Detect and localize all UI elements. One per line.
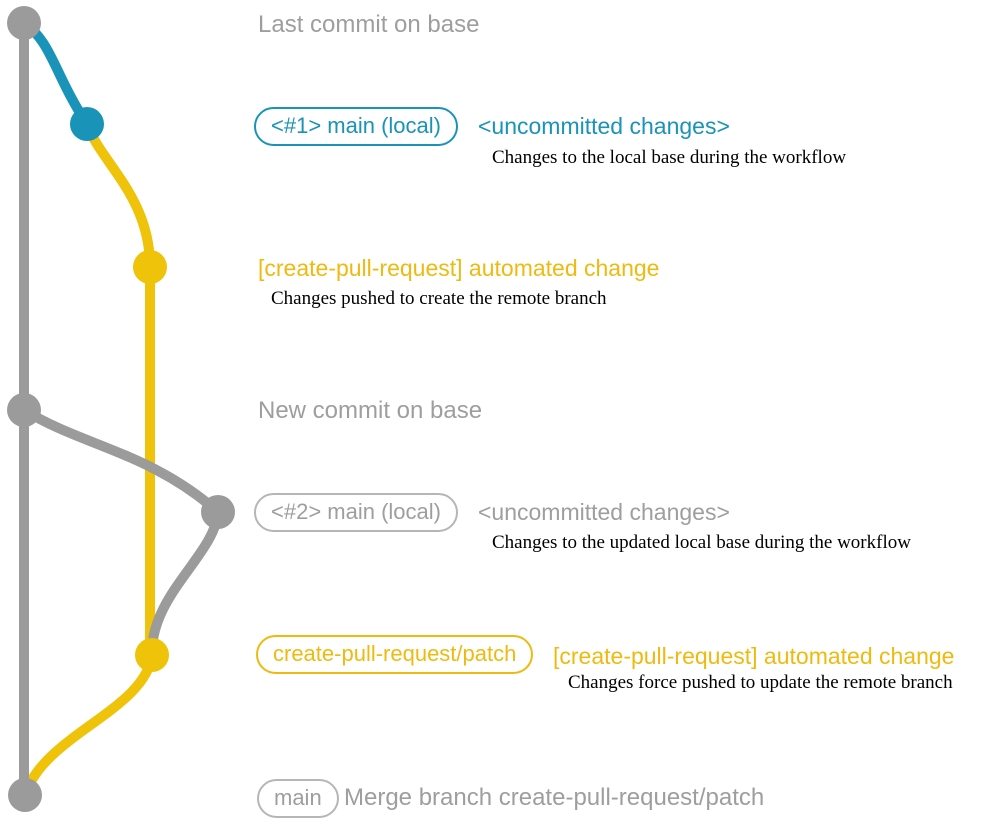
label-last-commit-on-base: Last commit on base <box>258 11 480 38</box>
desc-force-pushed-update-remote-branch: Changes force pushed to update the remot… <box>568 672 953 693</box>
branch-tag-main-local-1: <#1> main (local) <box>254 107 458 147</box>
local-main-2-return-curve <box>146 507 223 660</box>
local-main-1-curve <box>19 18 92 129</box>
commit-merge <box>8 778 42 812</box>
commit-local-main-1 <box>70 107 104 141</box>
label-new-commit-on-base: New commit on base <box>258 397 483 424</box>
commit-new-on-base <box>7 393 41 427</box>
label-uncommitted-changes-1: <uncommitted changes> <box>478 113 730 139</box>
branch-tag-main: main <box>257 779 339 819</box>
label-uncommitted-changes-2: <uncommitted changes> <box>478 499 730 525</box>
commit-last-on-base <box>7 6 41 40</box>
branch-tag-main-local-2: <#2> main (local) <box>254 493 458 533</box>
desc-updated-local-base-changes: Changes to the updated local base during… <box>492 532 911 553</box>
commit-patch-2-forced <box>135 638 169 672</box>
label-automated-change-1: [create-pull-request] automated change <box>258 255 660 281</box>
commit-local-main-2 <box>201 495 235 529</box>
label-automated-change-2: [create-pull-request] automated change <box>553 643 955 669</box>
branch-tag-create-pull-request-patch: create-pull-request/patch <box>256 635 534 675</box>
patch-branch-top-curve <box>82 119 155 272</box>
label-merge-branch-message: Merge branch create-pull-request/patch <box>344 784 765 811</box>
desc-local-base-changes: Changes to the local base during the wor… <box>492 147 847 168</box>
desc-pushed-create-remote-branch: Changes pushed to create the remote bran… <box>271 288 607 309</box>
commit-patch-1 <box>133 250 167 284</box>
merge-into-base-curve <box>21 650 157 798</box>
local-main-2-out-curve <box>19 405 223 517</box>
